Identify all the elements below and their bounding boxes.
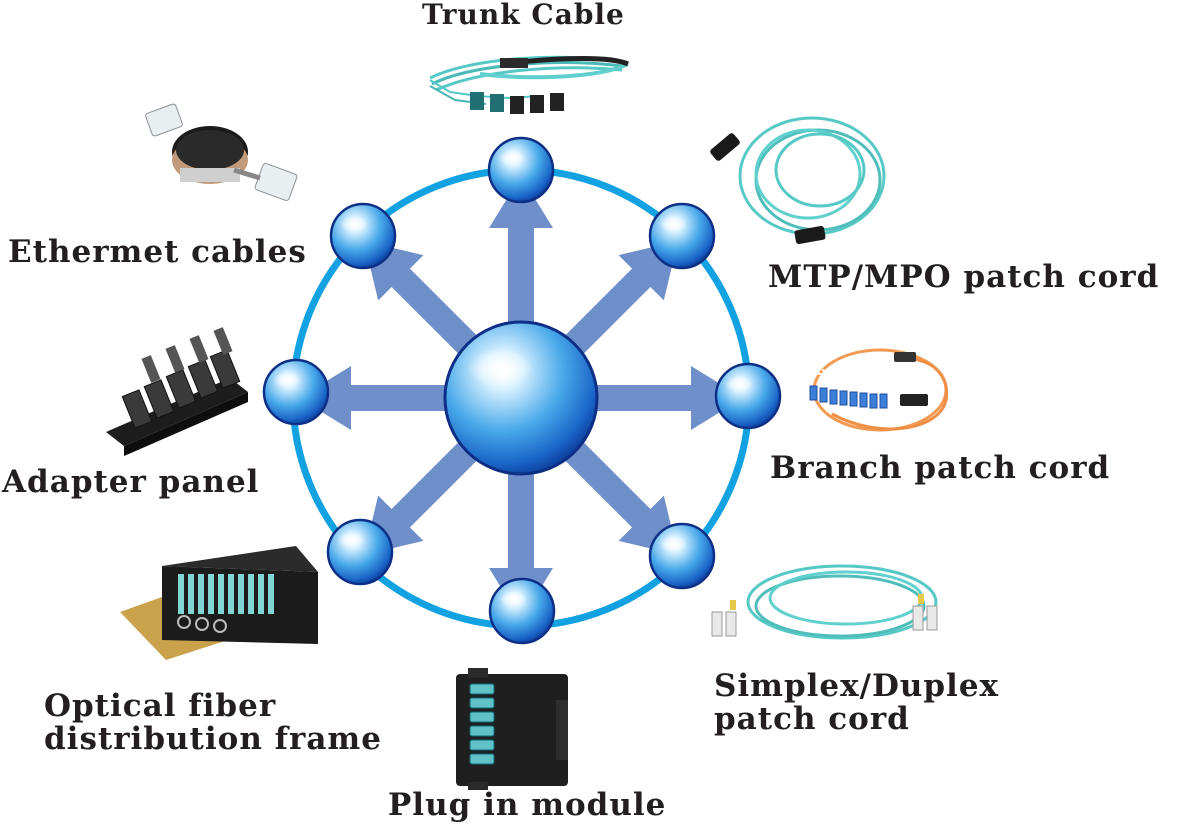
node-sphere-upper-right	[648, 202, 716, 270]
node-sphere-top	[487, 136, 555, 204]
mtp-mpo-cord-image	[710, 116, 886, 245]
node-sphere-right	[714, 362, 782, 430]
label-branch-patch-cord: Branch patch cord	[770, 450, 1111, 486]
arrow-upper-right	[554, 241, 678, 365]
arrow-left	[299, 366, 461, 430]
label-simplex-line1: Simplex/Duplex	[714, 668, 1000, 704]
odf-image	[120, 546, 318, 660]
label-plug-in-module: Plug in module	[388, 787, 667, 823]
center-sphere	[443, 320, 599, 476]
arrow-lower-right	[554, 431, 678, 555]
arrow-upper-left	[364, 241, 488, 365]
arrow-up	[489, 176, 553, 338]
branch-cord-image	[809, 348, 948, 432]
arrows	[299, 176, 743, 620]
node-sphere-bottom	[488, 577, 556, 645]
arrow-right	[581, 366, 743, 430]
trunk-cable-image	[429, 55, 630, 114]
node-sphere-upper-left	[329, 202, 397, 270]
duplex-cord-image	[711, 564, 938, 640]
label-adapter-panel: Adapter panel	[2, 464, 260, 500]
label-simplex-duplex-patch-cord: Simplex/Duplex patch cord	[714, 670, 999, 735]
adapter-panel-image	[106, 327, 248, 456]
ethernet-cable-image	[145, 103, 298, 201]
arrow-down	[489, 458, 553, 620]
node-sphere-lower-right	[648, 522, 716, 590]
label-mtp-mpo-patch-cord: MTP/MPO patch cord	[768, 259, 1160, 295]
label-ethernet-cables: Ethermet cables	[8, 234, 307, 270]
node-sphere-lower-left	[326, 518, 394, 586]
label-odf-line1: Optical fiber	[44, 688, 277, 724]
label-odf-line2: distribution frame	[44, 720, 382, 757]
label-optical-fiber-distribution-frame: Optical fiber distribution frame	[44, 690, 382, 755]
plug-in-module-image	[456, 668, 568, 790]
node-sphere-left	[262, 358, 330, 426]
label-simplex-line2: patch cord	[714, 700, 910, 737]
label-trunk-cable: Trunk Cable	[422, 0, 625, 31]
arrow-lower-left	[364, 431, 488, 555]
